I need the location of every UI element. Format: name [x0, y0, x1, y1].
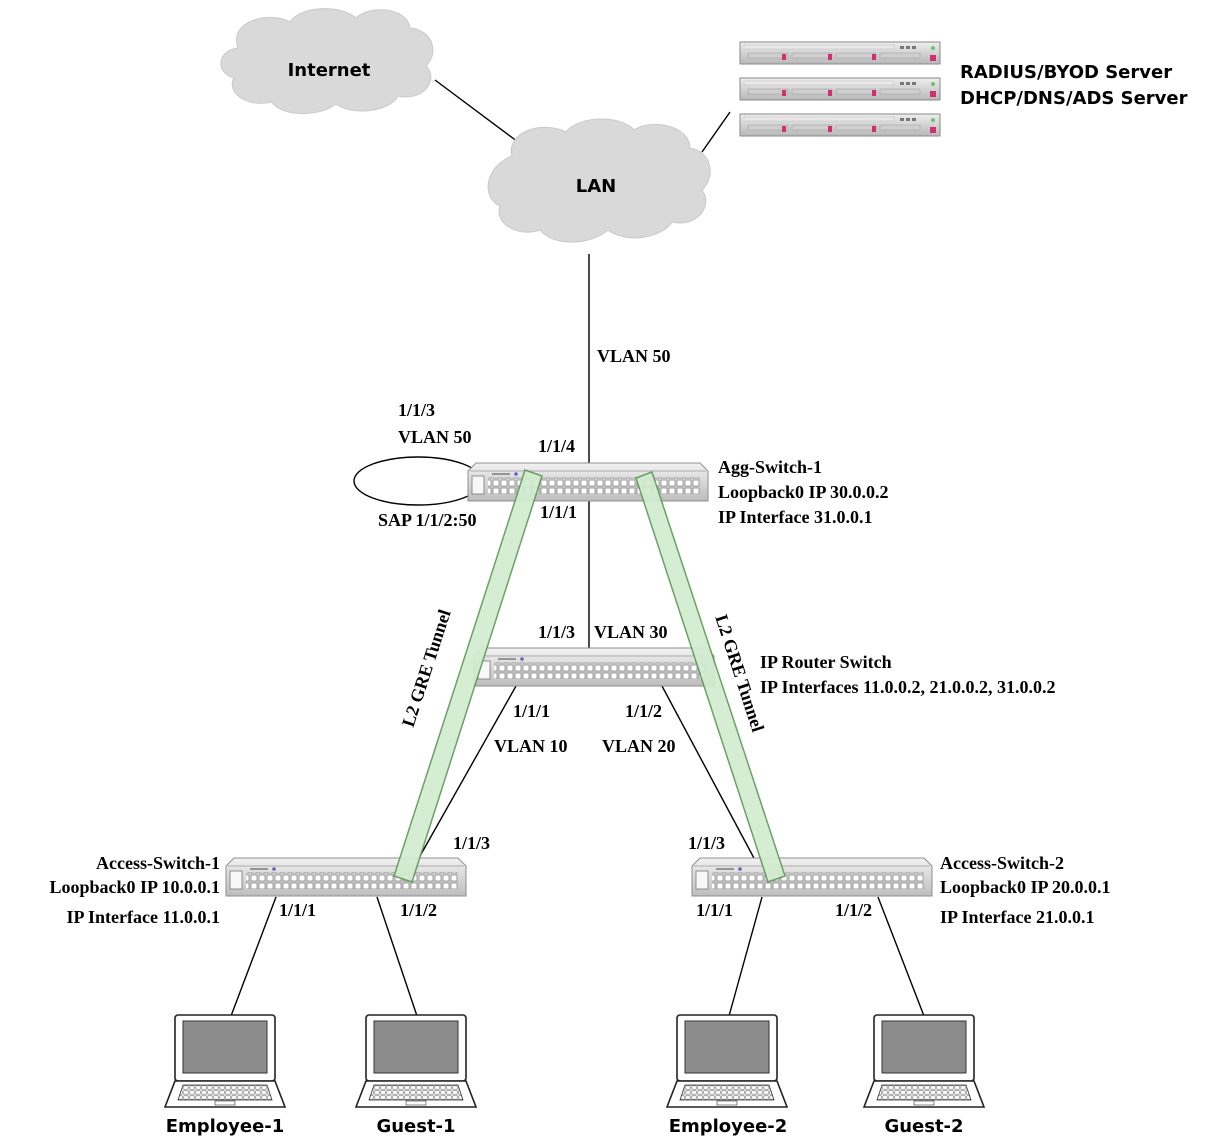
loop-link — [353, 456, 483, 506]
acc2-port2-label: 1/1/2 — [835, 900, 872, 920]
loop-vlan-label: VLAN 50 — [398, 427, 472, 447]
internet-label: Internet — [288, 60, 371, 81]
agg-switch-name: Agg-Switch-1 — [718, 457, 822, 477]
access-switch-1-loopback: Loopback0 IP 10.0.0.1 — [49, 877, 220, 897]
acc1-up-port-label: 1/1/3 — [453, 833, 490, 853]
router-switch-icon — [473, 647, 715, 687]
loop-port-label: 1/1/3 — [398, 400, 435, 420]
internet-cloud: Internet — [220, 8, 434, 115]
server-label-radius: RADIUS/BYOD Server — [960, 62, 1172, 83]
employee-1-label: Employee-1 — [166, 1116, 285, 1137]
server-stack — [739, 41, 941, 137]
guest-1-label: Guest-1 — [376, 1116, 455, 1137]
gre-tunnel-right — [635, 471, 786, 883]
router-switch-name: IP Router Switch — [760, 652, 892, 672]
server-label-dhcp: DHCP/DNS/ADS Server — [960, 88, 1188, 109]
links — [230, 79, 925, 1017]
agg-down-port-label: 1/1/1 — [540, 502, 577, 522]
access-switch-2-loopback: Loopback0 IP 20.0.0.1 — [940, 877, 1111, 897]
agg-up-port-label: 1/1/4 — [538, 436, 575, 456]
access-switch-2-ip-interface: IP Interface 21.0.0.1 — [940, 907, 1094, 927]
access-switch-1-ip-interface: IP Interface 11.0.0.1 — [67, 907, 220, 927]
agg-switch-icon — [467, 462, 709, 502]
acc2-port1-label: 1/1/1 — [696, 900, 733, 920]
agg-switch-ip-interface: IP Interface 31.0.0.1 — [718, 507, 872, 527]
router-port-left-label: 1/1/1 — [513, 701, 550, 721]
lan-label: LAN — [576, 176, 616, 197]
laptop-guest-1-icon — [355, 1014, 477, 1108]
agg-switch-loopback: Loopback0 IP 30.0.0.2 — [718, 482, 889, 502]
laptop-employee-2-icon — [666, 1014, 788, 1108]
tunnel-left-label: L2 GRE Tunnel — [398, 607, 455, 729]
lan-cloud: LAN — [487, 118, 711, 243]
router-switch-interfaces: IP Interfaces 11.0.0.2, 21.0.0.2, 31.0.0… — [760, 677, 1055, 697]
router-vlan-left-label: VLAN 10 — [494, 736, 568, 756]
access-switch-1-name: Access-Switch-1 — [96, 853, 220, 873]
acc1-port2-label: 1/1/2 — [400, 900, 437, 920]
router-up-port-label: 1/1/3 — [538, 622, 575, 642]
access-switch-1-icon — [225, 857, 467, 897]
acc1-port1-label: 1/1/1 — [279, 900, 316, 920]
employee-2-label: Employee-2 — [669, 1116, 788, 1137]
laptop-employee-1-icon — [164, 1014, 286, 1108]
router-vlan-right-label: VLAN 20 — [602, 736, 676, 756]
router-up-vlan-label: VLAN 30 — [594, 622, 668, 642]
loop-sap-label: SAP 1/1/2:50 — [378, 510, 477, 530]
guest-2-label: Guest-2 — [884, 1116, 963, 1137]
access-switch-2-icon — [691, 857, 933, 897]
router-port-right-label: 1/1/2 — [625, 701, 662, 721]
gre-tunnel-left — [393, 469, 543, 883]
laptop-guest-2-icon — [863, 1014, 985, 1108]
acc2-up-port-label: 1/1/3 — [688, 833, 725, 853]
lan-vlan-label: VLAN 50 — [597, 346, 671, 366]
access-switch-2-name: Access-Switch-2 — [940, 853, 1064, 873]
